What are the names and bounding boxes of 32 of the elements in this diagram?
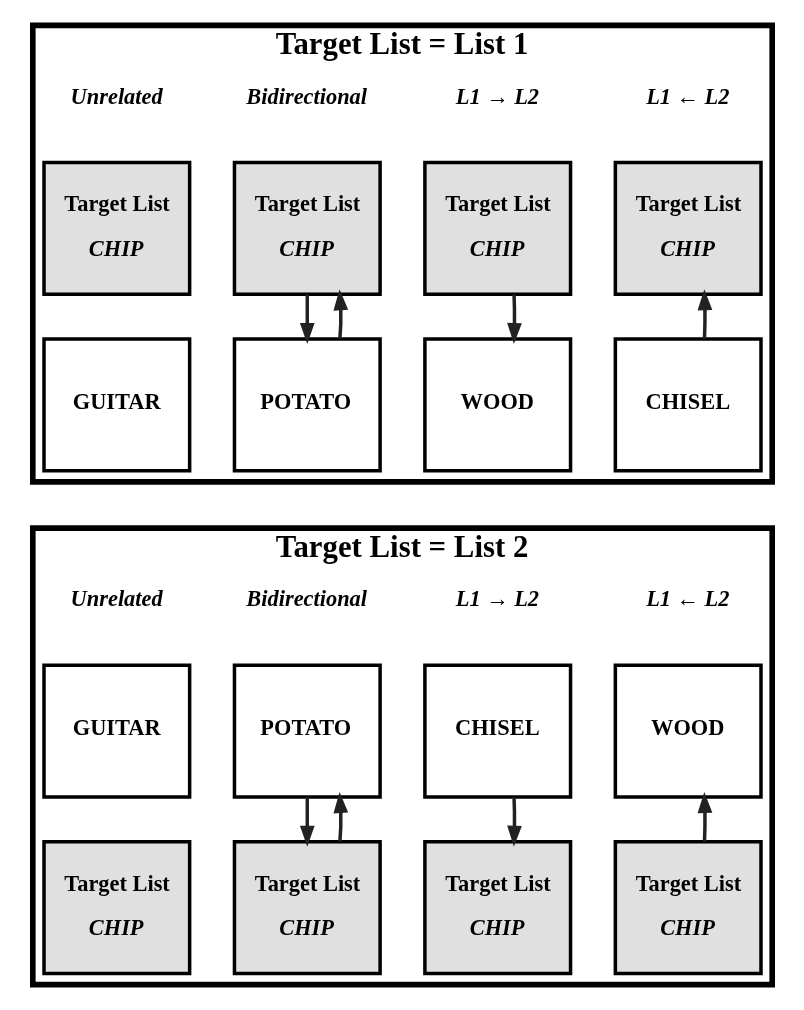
node-box: CHISEL [422,663,572,799]
arrow [506,797,522,847]
arrow [506,294,522,345]
node-box: Target List CHIP [41,160,191,296]
node-box: GUITAR [41,337,191,473]
node-box: Target List CHIP [422,160,572,296]
arrow [333,791,348,842]
node-label: Unrelated [70,83,163,109]
node-box: GUITAR [41,663,191,799]
node-box: CHISEL [613,337,763,473]
node-label: Bidirectional [245,586,367,612]
node-label: L1 → L2 [455,586,539,612]
arrow [333,289,348,339]
node-box: Target List CHIP [232,160,382,296]
node-box: POTATO [232,337,382,473]
node-box: POTATO [232,663,382,799]
node-box: Target List CHIP [613,160,763,296]
node-box: Target List CHIP [232,840,382,976]
node-label: L1 ← L2 [645,586,730,612]
node-box: WOOD [422,337,572,473]
arrow [697,791,712,842]
arrow [697,289,712,339]
node-label: L1 ← L2 [645,83,730,109]
node-box: Target List CHIP [613,840,763,976]
arrow [299,797,315,847]
node-box: WOOD [613,663,763,799]
node-box: Target List CHIP [422,840,572,976]
node-box: Target List CHIP [41,840,191,976]
node-label: L1 → L2 [455,83,539,109]
node-label: Unrelated [70,586,163,612]
node-label: Bidirectional [245,83,367,109]
arrow [299,294,315,345]
